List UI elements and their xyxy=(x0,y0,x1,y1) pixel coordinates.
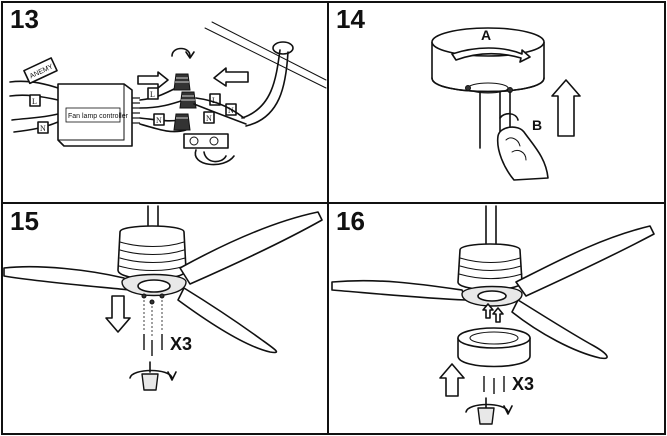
wire xyxy=(139,123,187,133)
motor-housing xyxy=(117,225,187,280)
supply-cable xyxy=(241,49,281,119)
down-arrow-icon xyxy=(105,295,131,333)
fan-blade xyxy=(331,279,467,301)
turn-arrow-icon xyxy=(499,112,519,121)
screws xyxy=(483,376,505,394)
ceiling-line xyxy=(211,21,327,81)
screws xyxy=(141,293,165,356)
screw-icon xyxy=(465,85,471,91)
wire-connector xyxy=(173,113,191,131)
ground-terminal xyxy=(183,133,235,166)
wire xyxy=(139,99,185,109)
push-arrow-right-icon xyxy=(137,71,169,89)
step-number-14: 14 xyxy=(336,4,365,34)
light-kit-plate xyxy=(121,273,187,297)
push-arrow-left-icon xyxy=(213,67,249,87)
light-kit-plate xyxy=(461,285,523,307)
svg-text:N: N xyxy=(206,114,212,123)
supply-cable xyxy=(245,51,289,127)
panel-step-16: 16 xyxy=(331,205,655,425)
fan-blade xyxy=(3,265,131,291)
screw-up-arrows-icon xyxy=(482,303,504,323)
screwdriver-icon xyxy=(465,397,513,425)
svg-text:N: N xyxy=(156,116,162,125)
wire xyxy=(13,121,59,133)
wire-tag: N xyxy=(37,121,49,134)
wire-tag: L xyxy=(209,93,221,106)
panel-step-15: 15 xyxy=(3,205,323,391)
wire xyxy=(11,113,59,121)
label-a: A xyxy=(481,27,491,43)
hand-icon xyxy=(496,126,549,181)
wire xyxy=(193,103,247,125)
wire-tag: L xyxy=(147,87,159,100)
fan-blade xyxy=(511,299,608,360)
fan-blade xyxy=(179,211,323,285)
screwdriver-icon xyxy=(129,361,177,391)
screw-quantity: X3 xyxy=(512,374,534,394)
step-number-13: 13 xyxy=(10,4,39,34)
panel-step-14: 14 A B xyxy=(336,4,581,181)
motor-housing xyxy=(457,243,523,291)
screw-quantity: X3 xyxy=(170,334,192,354)
svg-text:N: N xyxy=(40,124,46,133)
panel-step-13: 13 ANEMY L N Fan lamp controller xyxy=(9,4,327,166)
up-arrow-icon xyxy=(551,79,581,137)
wire xyxy=(195,97,245,119)
wire-connector xyxy=(173,73,191,91)
svg-text:L: L xyxy=(150,90,155,99)
fan-lamp-controller: Fan lamp controller xyxy=(57,83,140,147)
wire-tag: N xyxy=(203,111,215,124)
wire-connector xyxy=(179,91,197,109)
rotate-arrow-icon xyxy=(451,47,531,63)
fan-blade xyxy=(177,287,278,354)
label-b: B xyxy=(532,117,542,133)
svg-text:L: L xyxy=(212,96,217,105)
svg-text:N: N xyxy=(228,106,234,115)
step-number-15: 15 xyxy=(10,206,39,236)
up-arrow-icon xyxy=(439,363,465,397)
ceiling-hole xyxy=(272,41,294,55)
fan-blade xyxy=(515,225,655,297)
step-number-16: 16 xyxy=(336,206,365,236)
svg-text:L: L xyxy=(32,97,37,106)
wire-tag: L xyxy=(29,94,41,107)
light-cover xyxy=(457,327,531,368)
ceiling-line xyxy=(204,27,327,89)
controller-label: Fan lamp controller xyxy=(68,113,129,120)
wire-tag: N xyxy=(153,113,165,126)
unit-tag: ANEMY xyxy=(23,57,58,85)
twist-arrow-icon xyxy=(171,47,191,57)
